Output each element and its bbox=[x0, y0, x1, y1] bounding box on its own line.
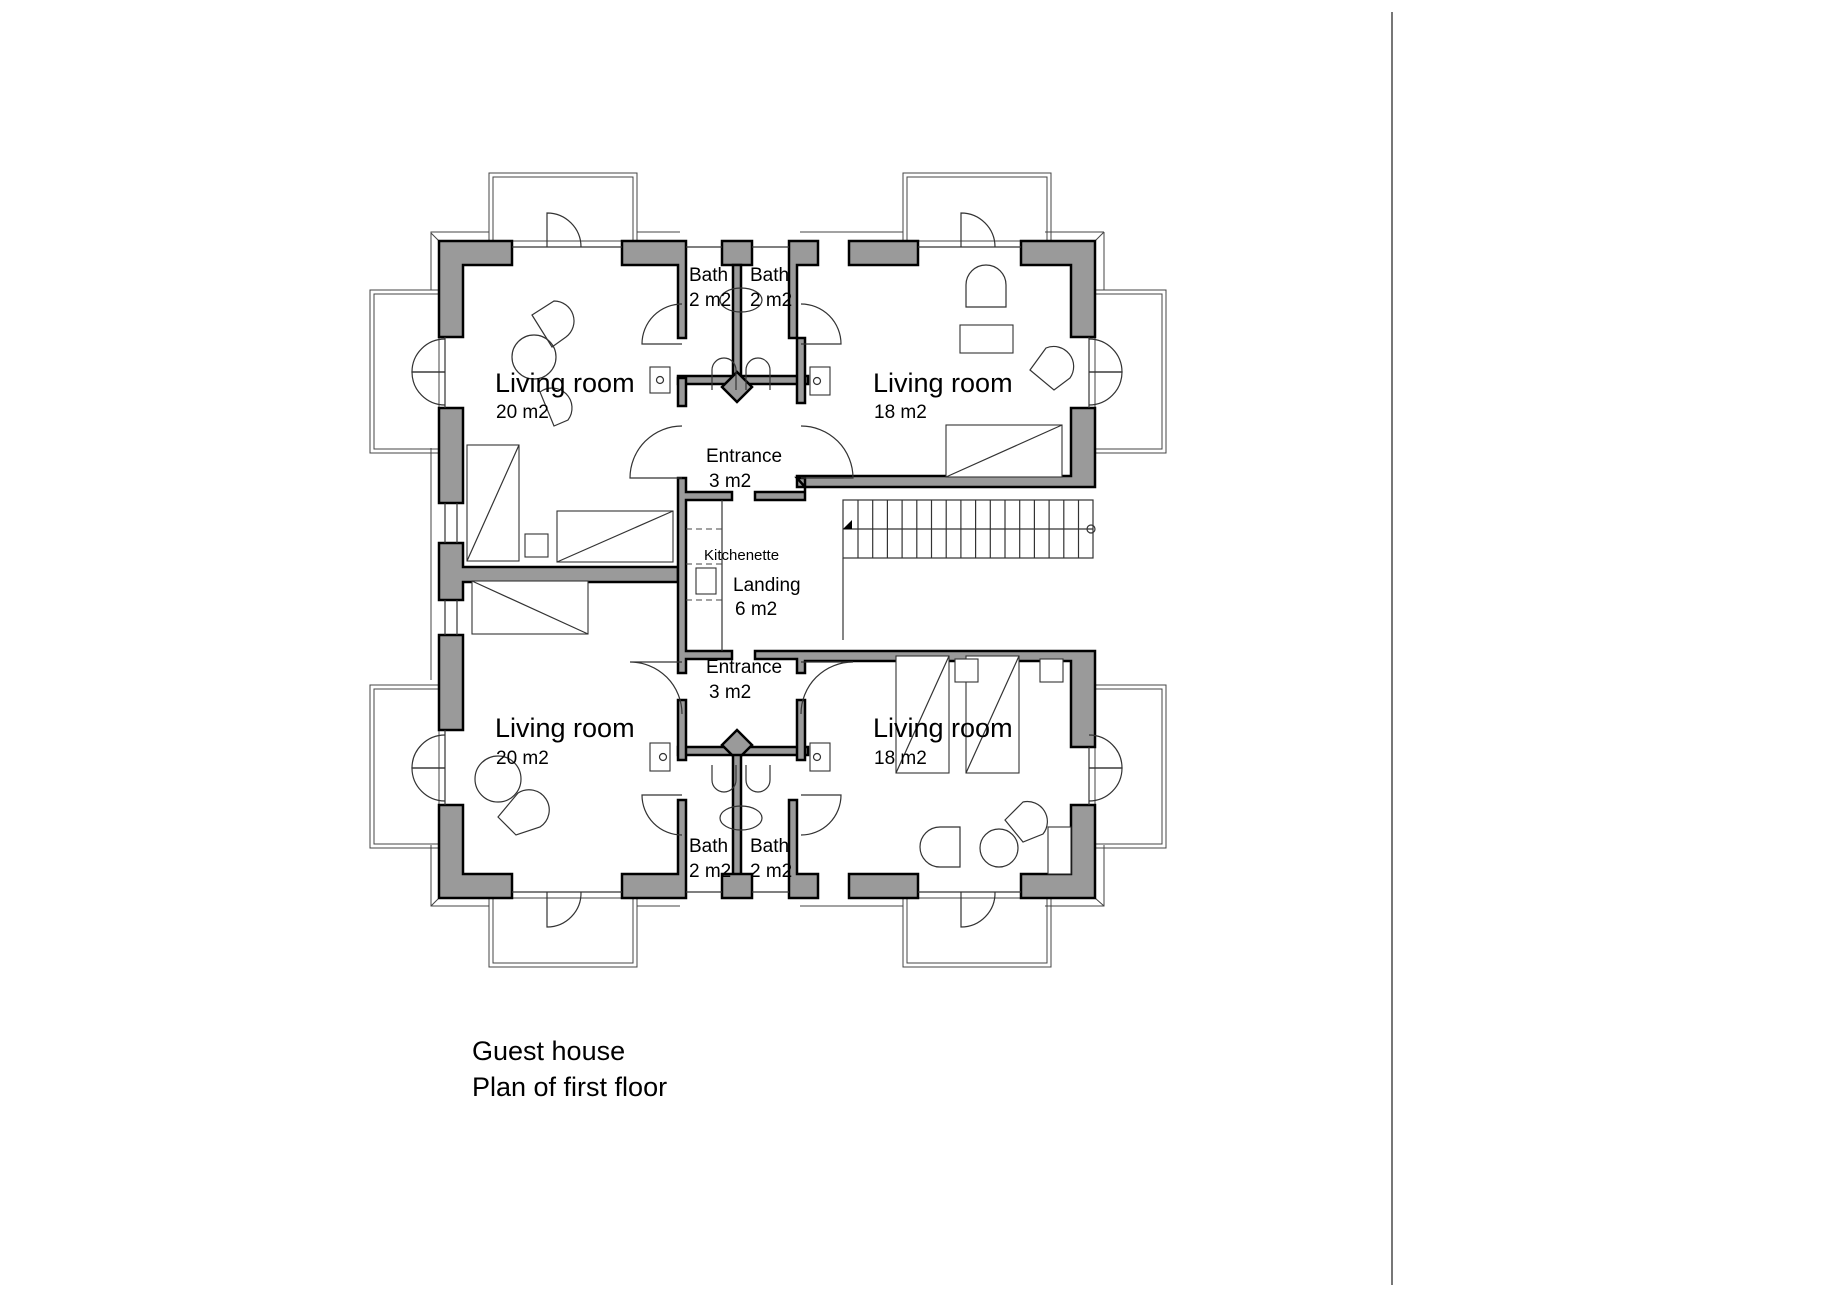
room-area-bath-n2: 2 m2 bbox=[750, 290, 792, 311]
stairs bbox=[842, 499, 1096, 640]
room-label-bath-n1: Bath bbox=[689, 265, 728, 286]
room-label-living-nw: Living room bbox=[495, 368, 635, 398]
room-label-entrance-n: Entrance bbox=[706, 446, 782, 467]
room-label-bath-s2: Bath bbox=[750, 836, 789, 857]
room-label-entrance-s: Entrance bbox=[706, 657, 782, 678]
drawing-caption: Guest house Plan of first floor bbox=[472, 1033, 667, 1105]
drawing-title: Guest house bbox=[472, 1036, 626, 1066]
balcony-se-side bbox=[1094, 684, 1167, 849]
room-label-kitchenette: Kitchenette bbox=[704, 547, 779, 564]
room-area-entrance-n: 3 m2 bbox=[709, 471, 751, 492]
room-label-living-ne: Living room bbox=[873, 368, 1013, 398]
drawing-subtitle: Plan of first floor bbox=[472, 1072, 668, 1102]
room-label-living-se: Living room bbox=[873, 713, 1013, 743]
room-label-bath-s1: Bath bbox=[689, 836, 728, 857]
room-area-living-nw: 20 m2 bbox=[496, 402, 549, 423]
room-label-bath-n2: Bath bbox=[750, 265, 789, 286]
room-area-living-sw: 20 m2 bbox=[496, 748, 549, 769]
room-area-living-ne: 18 m2 bbox=[874, 402, 927, 423]
room-area-bath-s2: 2 m2 bbox=[750, 861, 792, 882]
room-label-landing: Landing bbox=[733, 575, 801, 596]
room-area-bath-n1: 2 m2 bbox=[689, 290, 731, 311]
furniture bbox=[466, 264, 1075, 875]
balcony-ne-top bbox=[902, 172, 1052, 242]
balcony-nw-top bbox=[488, 172, 638, 242]
room-area-entrance-s: 3 m2 bbox=[709, 682, 751, 703]
room-label-living-sw: Living room bbox=[495, 713, 635, 743]
page-divider-line bbox=[1391, 12, 1393, 1285]
room-area-landing: 6 m2 bbox=[735, 599, 777, 620]
doors bbox=[411, 212, 1123, 928]
room-area-living-se: 18 m2 bbox=[874, 748, 927, 769]
balcony-sw-side bbox=[369, 684, 440, 849]
roof-outline bbox=[430, 231, 1105, 907]
room-labels: Living room 20 m2 Living room 18 m2 Livi… bbox=[495, 265, 1013, 882]
balcony-sw-bottom bbox=[488, 897, 638, 968]
kitchenette bbox=[686, 500, 723, 651]
room-area-bath-s1: 2 m2 bbox=[689, 861, 731, 882]
walls bbox=[437, 239, 1097, 900]
balcony-se-bottom bbox=[902, 897, 1052, 968]
